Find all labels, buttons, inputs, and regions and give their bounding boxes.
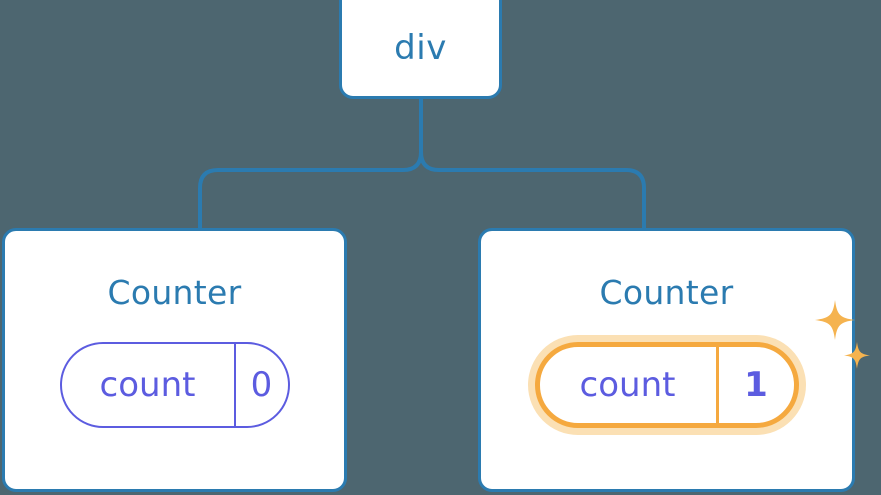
counter-title-left: Counter xyxy=(107,273,242,312)
node-counter-right[interactable]: Counter count 1 xyxy=(478,228,870,492)
sparkle-group xyxy=(814,300,870,369)
state-key-left: count xyxy=(62,344,236,426)
state-key-right: count xyxy=(540,347,719,423)
node-root-div[interactable]: div xyxy=(339,0,502,99)
counter-title-right: Counter xyxy=(599,273,734,312)
state-value-right: 1 xyxy=(744,365,768,405)
node-root-label: div xyxy=(394,27,447,68)
state-pill-wrapper-left: count 0 xyxy=(59,342,290,428)
node-counter-left[interactable]: Counter count 0 xyxy=(2,228,347,492)
state-pill-wrapper-right: count 1 xyxy=(534,300,870,428)
connector-left xyxy=(198,97,423,230)
sparkle-large-icon xyxy=(814,300,855,340)
sparkle-small-icon xyxy=(843,342,870,369)
state-pill-right[interactable]: count 1 xyxy=(534,342,799,428)
state-value-left: 0 xyxy=(250,365,273,405)
connector-right xyxy=(419,97,646,230)
state-pill-left[interactable]: count 0 xyxy=(59,342,290,428)
